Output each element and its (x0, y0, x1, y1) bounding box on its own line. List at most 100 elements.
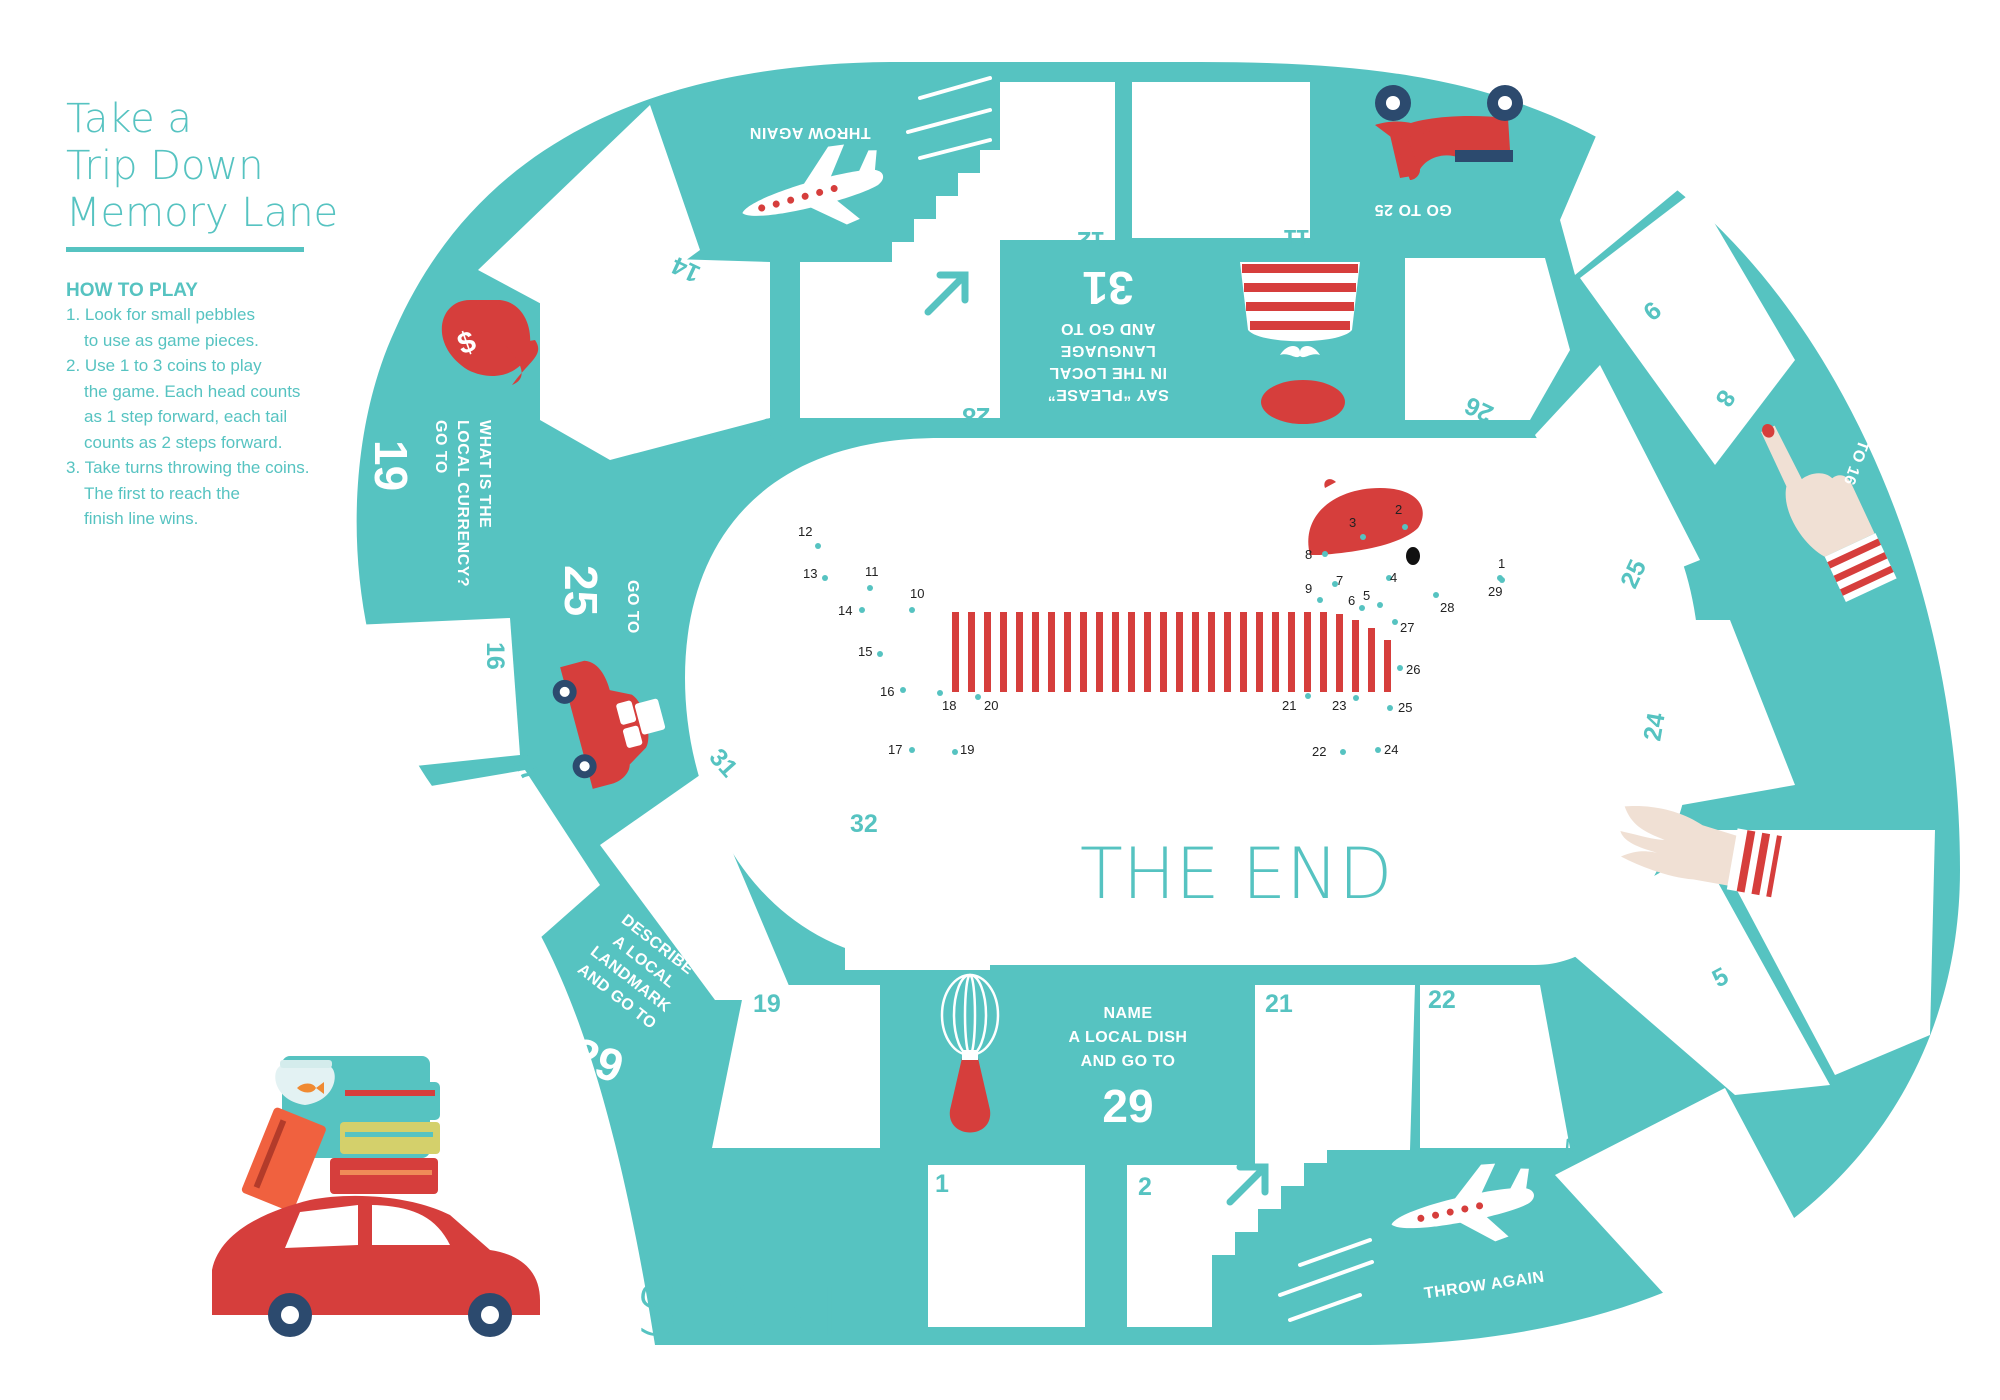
dot-number: 22 (1312, 744, 1326, 759)
instruction-text: GO TO (432, 420, 449, 474)
square-2[interactable] (1127, 1165, 1212, 1327)
dot-number: 25 (1398, 700, 1412, 715)
rule-line: counts as 2 steps forward. (84, 432, 283, 452)
square-number: 16 (481, 642, 509, 670)
rule-line: to use as game pieces. (84, 330, 259, 350)
square-11[interactable] (1132, 82, 1310, 238)
square-1[interactable] (928, 1165, 1085, 1327)
square-number: 28 (962, 402, 990, 430)
instruction-text: A LOCAL DISH (1069, 1029, 1188, 1046)
dot-number: 10 (910, 586, 924, 601)
square-12[interactable] (1000, 82, 1115, 240)
square-number: 24 (1638, 711, 1670, 743)
instruction-text: GO TO 25 (1374, 201, 1452, 218)
car-with-luggage-icon (212, 1056, 540, 1337)
dot-number: 24 (1384, 742, 1398, 757)
striped-scarf-icon (952, 612, 1391, 692)
instruction-text: WHAT IS THE (476, 420, 493, 528)
how-to-play-heading: HOW TO PLAY (66, 280, 198, 301)
square-number: 22 (1428, 986, 1456, 1014)
rule-line: 2. Use 1 to 3 coins to play (66, 356, 262, 375)
square-number: 2 (1138, 1173, 1152, 1201)
beret-icon (1308, 479, 1423, 555)
square-26[interactable] (1405, 258, 1570, 420)
dot-number: 20 (984, 698, 998, 713)
dot-number: 16 (880, 684, 894, 699)
whisk-icon (940, 973, 1000, 1133)
dot-to-dot-puzzle: 1 2 3 4 5 6 7 8 9 10 11 12 13 14 15 16 1… (798, 479, 1505, 759)
dot-number: 11 (865, 564, 879, 579)
square-4[interactable] (1555, 1088, 1810, 1295)
beret-icon (1261, 380, 1345, 424)
instruction-target: 31 (1082, 262, 1133, 314)
rule-line: 1. Look for small pebbles (66, 305, 255, 324)
square-29[interactable] (540, 255, 770, 460)
square-21[interactable] (1255, 985, 1415, 1150)
dot-number: 29 (1488, 584, 1502, 599)
square-number: 19 (753, 990, 781, 1018)
pointing-hand-icon (1761, 423, 1897, 603)
title-line-1: Take a (66, 96, 192, 142)
dot-number: 26 (1406, 662, 1420, 677)
airplane-icon (1391, 1163, 1534, 1242)
dog-nose (1406, 547, 1420, 565)
striped-shirt-icon (1240, 262, 1360, 342)
rule-line: finish line wins. (84, 509, 199, 528)
square-16[interactable] (353, 618, 520, 770)
instruction-text: LOCAL CURRENCY? (454, 420, 471, 587)
dot-number: 21 (1282, 698, 1296, 713)
start-label: START (635, 1270, 851, 1352)
dot-number: 12 (798, 524, 812, 539)
square-31[interactable] (600, 775, 795, 1000)
scooter-icon (1375, 85, 1523, 180)
mustache-icon (1280, 346, 1320, 358)
square-number: 12 (1077, 226, 1105, 254)
instruction-target: 19 (365, 440, 417, 491)
dot-number: 4 (1390, 570, 1397, 585)
square-17[interactable] (378, 770, 600, 1000)
square-28[interactable] (800, 262, 1000, 418)
money-bag-icon: $ (441, 300, 539, 385)
throw-again-label: THROW AGAIN (749, 124, 870, 141)
dot-number: 28 (1440, 600, 1454, 615)
dot-number: 27 (1400, 620, 1414, 635)
dot-number: 23 (1332, 698, 1346, 713)
dot-number: 2 (1395, 502, 1402, 517)
rule-line: 3. Take turns throwing the coins. (66, 458, 310, 477)
hand-icon (1620, 806, 1782, 898)
instructions-panel: Take a Trip Down Memory Lane HOW TO PLAY… (66, 96, 356, 532)
instruction-text: LANGUAGE (1060, 342, 1156, 359)
square-5[interactable] (1550, 850, 1830, 1095)
dot-number: 3 (1349, 515, 1356, 530)
dot-number: 13 (803, 566, 817, 581)
arrow-icon (924, 271, 969, 316)
title-line-2: Trip Down (66, 143, 264, 189)
square-8[interactable] (1580, 190, 1795, 465)
arrow-icon (1226, 1163, 1269, 1206)
square-32[interactable] (845, 805, 990, 970)
square-25[interactable] (1535, 365, 1700, 590)
square-number: 31 (704, 743, 743, 782)
square-24[interactable] (1625, 620, 1795, 808)
the-end-label: THE END (1080, 833, 1392, 915)
speed-lines (906, 76, 992, 160)
square-number: 32 (850, 810, 878, 838)
square-22[interactable] (1420, 985, 1570, 1148)
dot-number: 1 (1498, 556, 1505, 571)
dot-number: 8 (1305, 547, 1312, 562)
instruction-text: AND GO TO (1061, 320, 1156, 337)
square-9[interactable] (1560, 115, 1690, 275)
staircase-up (1212, 1150, 1327, 1255)
square-numbers: 1 2 4 5 6 8 9 11 12 14 16 17 19 21 22 24… (481, 224, 1830, 1201)
square-19[interactable] (712, 985, 880, 1148)
instruction-text: AND GO TO (1081, 1053, 1176, 1070)
airplane-icon (742, 144, 884, 225)
rule-line: The first to reach the (84, 483, 240, 503)
dot-number: 9 (1305, 581, 1312, 596)
dot-number: 14 (838, 603, 852, 618)
speed-lines (1278, 1238, 1374, 1322)
instruction-text: NAME (1103, 1005, 1152, 1022)
instruction-target: 25 (555, 565, 607, 616)
title-underline (66, 247, 304, 252)
